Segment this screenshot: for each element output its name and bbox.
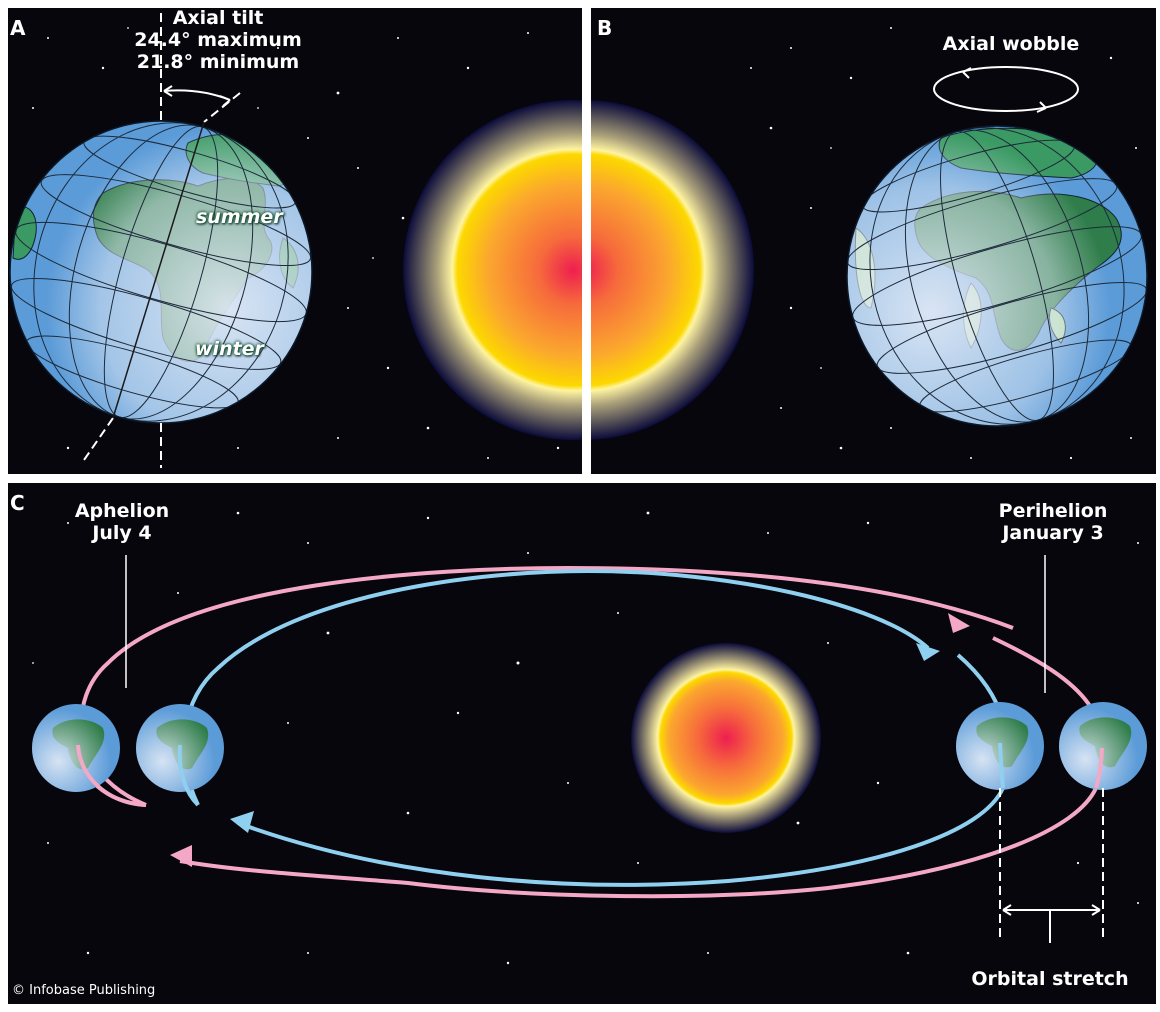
panel-c: C Aphelion July 4 Perihelion January 3 O… — [8, 483, 1156, 1004]
perihelion-title: Perihelion — [998, 500, 1108, 522]
outer-orbit-upper — [79, 565, 1014, 807]
aphelion-title: Aphelion — [74, 500, 170, 522]
earth-aphelion-outer-icon — [32, 704, 120, 792]
tilted-axis-line — [203, 92, 241, 123]
panel-b-letter: B — [597, 16, 613, 40]
tilted-axis-line-lower — [83, 417, 114, 461]
axial-tilt-min: 21.8° minimum — [136, 51, 300, 73]
panel-c-art — [32, 511, 1147, 965]
sun-icon — [403, 100, 582, 440]
sun-icon — [631, 643, 821, 833]
earth-perihelion-outer-icon — [1059, 702, 1147, 790]
panel-b: B Axial wobble — [591, 8, 1156, 474]
perihelion-date: January 3 — [1002, 522, 1104, 544]
panel-a: A Axial tilt 24.4° maximum 21.8° minimum… — [8, 8, 582, 474]
tilt-arc-arrow — [163, 89, 231, 101]
arrow-icon — [948, 613, 970, 633]
earth-globe-icon — [846, 125, 1148, 427]
arrow-icon — [230, 811, 254, 833]
starfield — [32, 511, 1139, 965]
arrow-icon — [170, 845, 192, 867]
earth-globe-icon — [9, 120, 313, 424]
sun-icon — [591, 100, 754, 440]
panel-a-art — [9, 13, 582, 468]
axial-tilt-title: Axial tilt — [172, 8, 264, 29]
panel-c-letter: C — [10, 491, 25, 515]
orbital-stretch-label: Orbital stretch — [971, 968, 1129, 990]
inner-orbit-upper — [182, 568, 930, 806]
aphelion-date: July 4 — [92, 522, 152, 544]
wobble-ellipse-icon — [933, 66, 1079, 112]
summer-label: summer — [196, 206, 283, 228]
inner-orbit-lower — [237, 653, 1010, 887]
copyright-credit: © Infobase Publishing — [12, 983, 156, 998]
winter-label: winter — [195, 338, 264, 360]
panel-a-letter: A — [10, 16, 26, 40]
arrow-icon — [916, 643, 940, 661]
axial-tilt-max: 24.4° maximum — [134, 29, 302, 51]
axial-wobble-title: Axial wobble — [942, 33, 1080, 55]
panel-b-art — [591, 27, 1148, 460]
